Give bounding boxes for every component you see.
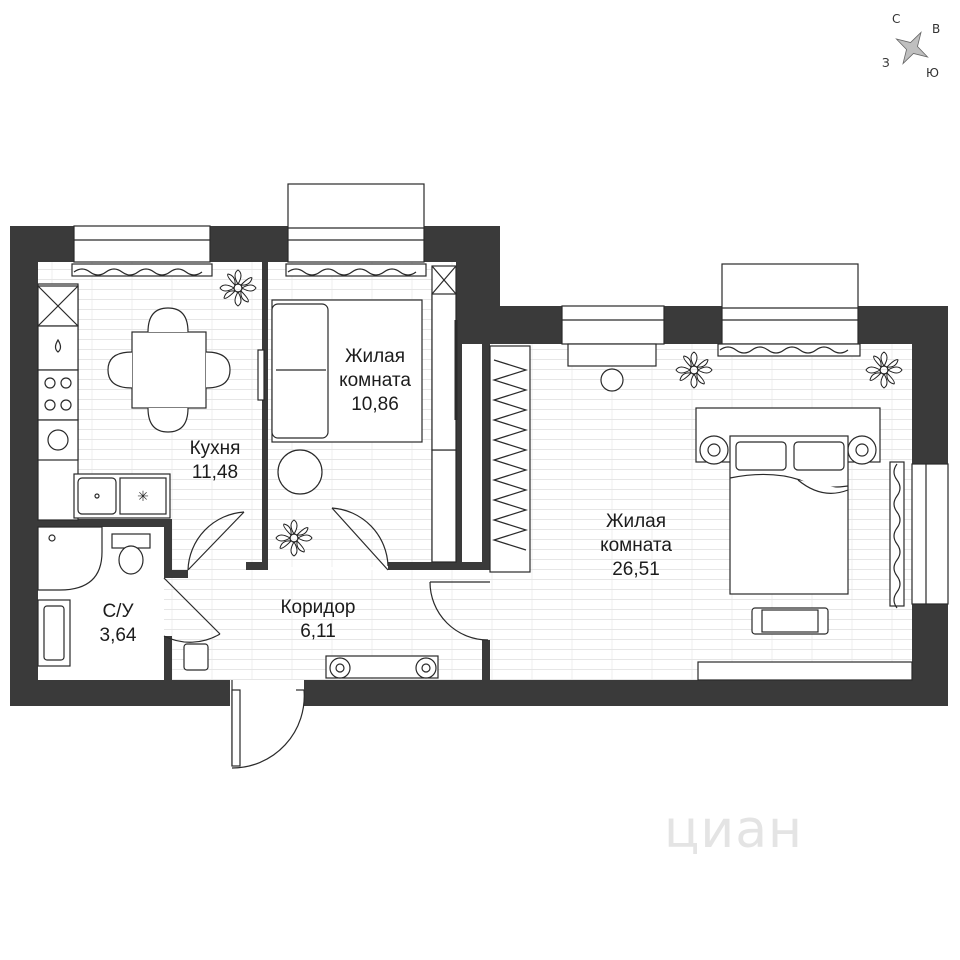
bathroom-name: С/У (102, 601, 134, 622)
corridor-area: 6,11 (300, 621, 336, 642)
living-large-name-2: комната (600, 535, 672, 556)
compass-south: Ю (926, 66, 939, 80)
small-room-furniture (257, 265, 458, 563)
watermark-logo: циан (664, 800, 804, 860)
room-label-bathroom: С/У 3,64 (78, 600, 158, 648)
compass-east: В (932, 22, 941, 36)
doors (163, 507, 490, 769)
living-large-name-1: Жилая (605, 511, 667, 532)
corridor-name: Коридор (280, 597, 356, 618)
corridor-furniture (183, 643, 439, 679)
compass-rose (895, 31, 929, 65)
windows (73, 183, 949, 605)
room-label-corridor: Коридор 6,11 (256, 596, 380, 644)
bathroom-furniture (37, 526, 151, 667)
kitchen-furniture: ✳ (37, 283, 231, 521)
living-small-area: 10,86 (351, 394, 399, 415)
large-room-furniture (489, 343, 913, 681)
living-small-name-1: Жилая (344, 346, 406, 367)
room-label-kitchen: Кухня 11,48 (160, 437, 270, 485)
bathroom-area: 3,64 (99, 625, 137, 646)
svg-text:✳: ✳ (137, 488, 149, 504)
curtains (71, 263, 905, 609)
living-small-name-2: комната (339, 370, 411, 391)
kitchen-name: Кухня (189, 438, 241, 459)
walls (10, 226, 948, 706)
living-large-area: 26,51 (612, 559, 660, 580)
kitchen-area: 11,48 (191, 462, 239, 483)
compass-north: С (892, 12, 901, 26)
room-label-living-small: Жилая комната 10,86 (320, 345, 430, 417)
room-label-living-large: Жилая комната 26,51 (576, 510, 696, 582)
compass-west: З (882, 56, 890, 70)
